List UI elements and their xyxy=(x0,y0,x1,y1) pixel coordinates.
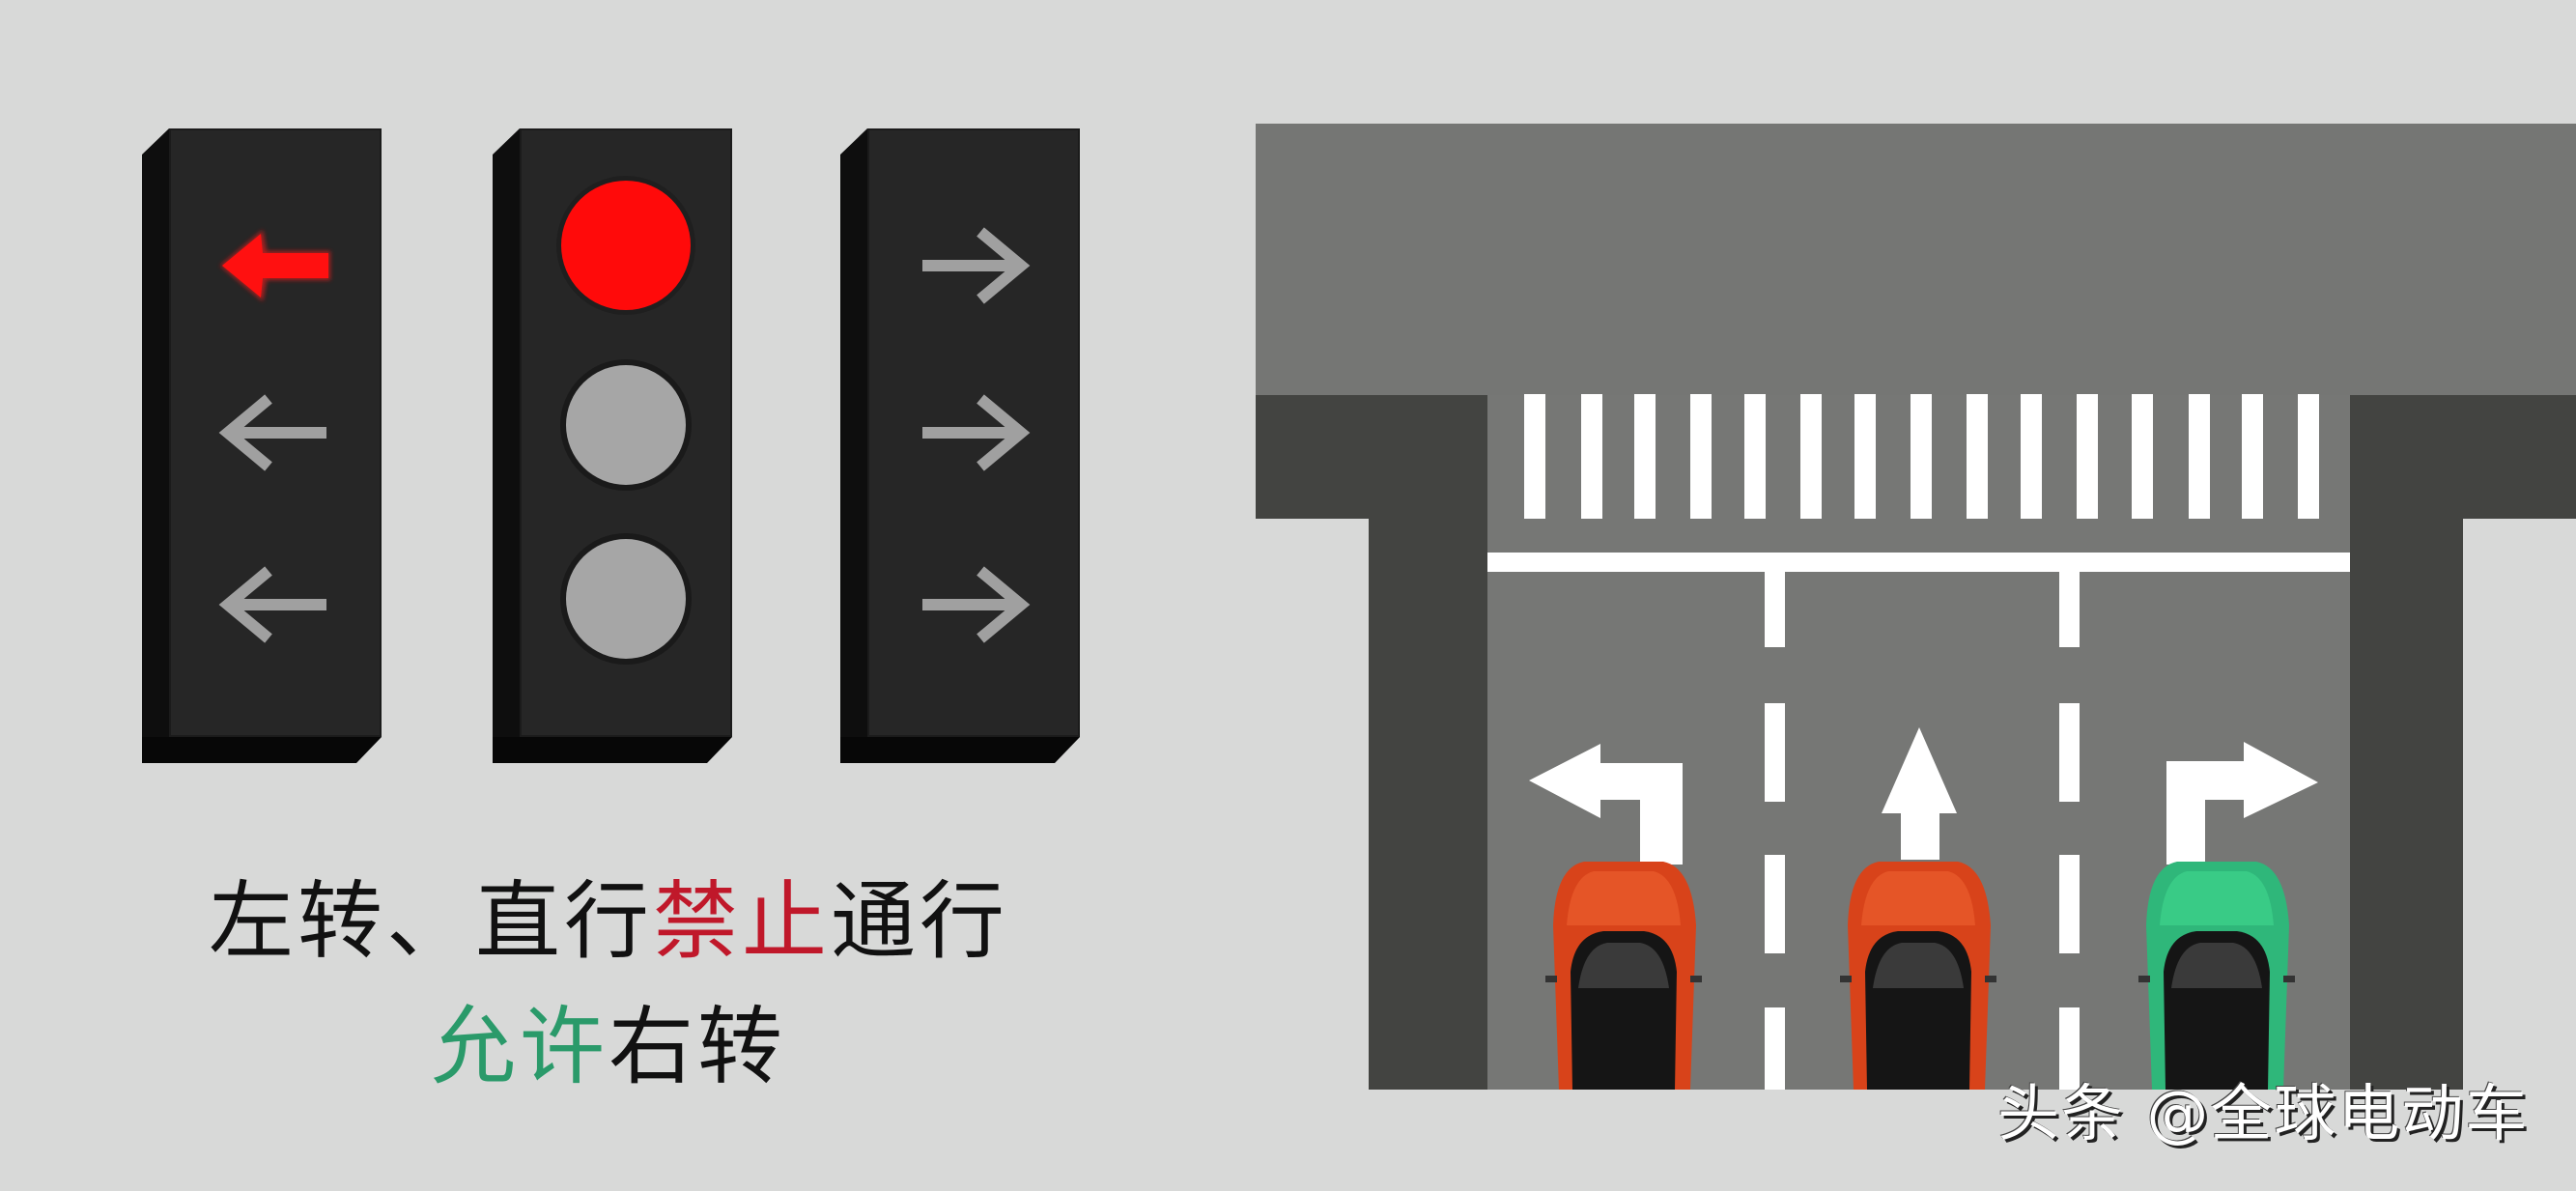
straight-lamp-red xyxy=(520,176,732,322)
caption-text: 左转、直行 xyxy=(208,871,653,971)
mirror xyxy=(1840,976,1852,982)
signal-bevel xyxy=(493,128,520,155)
circle-icon xyxy=(560,359,692,491)
crosswalk-stripe xyxy=(2189,394,2210,519)
lane-divider-dash xyxy=(2059,703,2080,802)
mirror xyxy=(1545,976,1557,982)
signal-side xyxy=(493,155,520,763)
car-left-lane-red xyxy=(1545,862,1702,1090)
signal-bevel xyxy=(1055,737,1080,763)
car-right-lane-green xyxy=(2138,862,2295,1090)
left-turn-lamp-off-1 xyxy=(169,360,382,505)
crosswalk-stripe xyxy=(1524,394,1545,519)
signal-base xyxy=(142,737,356,763)
mirror xyxy=(1690,976,1702,982)
caption-line-2: 允许右转 xyxy=(0,1005,1217,1090)
stop-line xyxy=(1487,553,2350,572)
signal-side xyxy=(840,155,867,763)
lane-divider-dash xyxy=(2059,1007,2080,1090)
prohibit-text: 禁止 xyxy=(652,871,831,971)
cross-road xyxy=(1256,124,2576,395)
right-curb-column xyxy=(2350,519,2463,1090)
left-curb-top xyxy=(1256,395,1487,519)
left-turn-lamp-off-2 xyxy=(169,532,382,677)
crosswalk-stripe xyxy=(2132,394,2153,519)
straight-arrow-icon xyxy=(1882,727,1957,860)
mirror xyxy=(2283,976,2295,982)
caption-text: 右转 xyxy=(609,997,787,1096)
lane-divider-dash xyxy=(1765,703,1785,802)
signal-bevel xyxy=(142,128,169,155)
left-curb-column xyxy=(1369,519,1487,1090)
caption-line-1: 左转、直行禁止通行 xyxy=(0,879,1217,964)
crosswalk-stripe xyxy=(2077,394,2098,519)
crosswalk-stripe xyxy=(1800,394,1822,519)
left-turn-signal-head xyxy=(142,128,382,763)
signal-bevel xyxy=(707,737,732,763)
mirror xyxy=(2138,976,2150,982)
crosswalk-stripe xyxy=(1581,394,1602,519)
circle-icon xyxy=(556,176,695,315)
crosswalk-stripe xyxy=(1744,394,1766,519)
crosswalk-stripe xyxy=(2298,394,2319,519)
car-middle-lane-red xyxy=(1840,862,1996,1090)
lane-divider-dash xyxy=(2059,855,2080,953)
lane-divider-dash xyxy=(1765,572,1785,647)
watermark: 头条 @全球电动车 xyxy=(1997,1079,2530,1150)
arrow-left-icon xyxy=(220,230,330,301)
signal-bevel xyxy=(840,128,867,155)
allow-text: 允许 xyxy=(430,997,609,1096)
arrow-left-icon xyxy=(218,394,326,471)
signal-base xyxy=(493,737,707,763)
right-turn-signal-head xyxy=(840,128,1080,763)
left-turn-lamp-red xyxy=(169,193,382,338)
signal-side xyxy=(142,155,169,763)
lane-divider-dash xyxy=(1765,855,1785,953)
left-turn-arrow-icon xyxy=(1529,744,1683,865)
crosswalk-stripe xyxy=(2242,394,2263,519)
lane-divider-dash xyxy=(2059,572,2080,647)
right-curb-top xyxy=(2350,395,2576,519)
right-turn-lamp-off-1 xyxy=(867,193,1080,338)
crosswalk-stripe xyxy=(1854,394,1876,519)
right-turn-arrow-icon xyxy=(2166,742,2318,865)
straight-lamp-off-1 xyxy=(520,353,732,497)
arrow-right-icon xyxy=(922,394,1031,471)
crosswalk-stripe xyxy=(1690,394,1712,519)
mirror xyxy=(1985,976,1996,982)
right-turn-lamp-off-2 xyxy=(867,360,1080,505)
right-turn-lamp-off-3 xyxy=(867,532,1080,677)
crosswalk-stripe xyxy=(1967,394,1988,519)
straight-signal-head xyxy=(493,128,732,763)
arrow-right-icon xyxy=(922,227,1031,304)
lane-divider-dash xyxy=(1765,1007,1785,1090)
straight-lamp-off-2 xyxy=(520,526,732,671)
crosswalk-stripe xyxy=(1634,394,1656,519)
crosswalk-stripe xyxy=(1911,394,1932,519)
arrow-left-icon xyxy=(218,566,326,643)
caption-text: 通行 xyxy=(831,871,1009,971)
crosswalk-stripe xyxy=(2021,394,2042,519)
signal-bevel xyxy=(356,737,382,763)
signal-base xyxy=(840,737,1055,763)
circle-icon xyxy=(560,533,692,665)
arrow-right-icon xyxy=(922,566,1031,643)
